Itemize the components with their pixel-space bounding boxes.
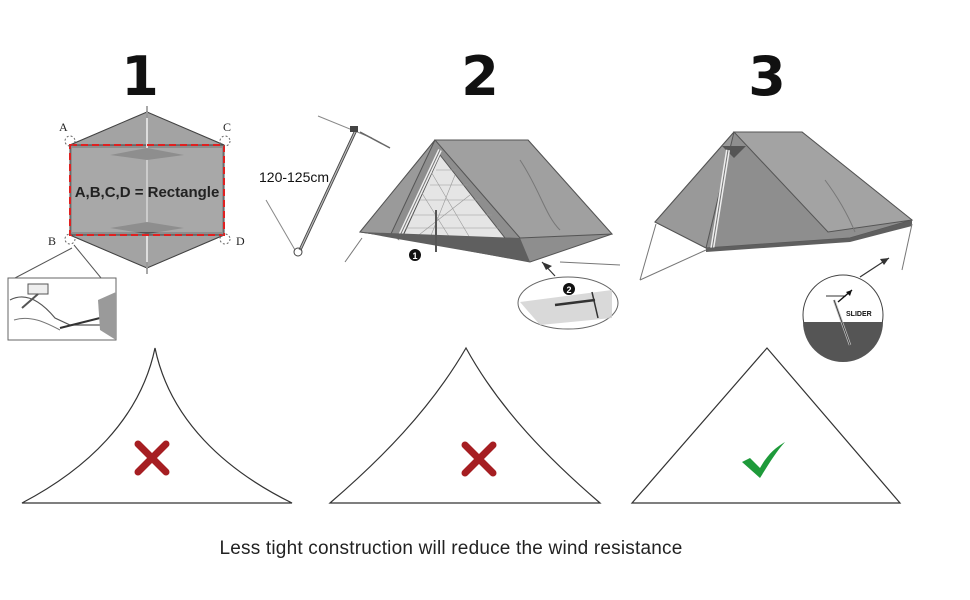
- step-number-1: 1: [121, 45, 159, 108]
- check-icon: [742, 442, 785, 478]
- step-number-2: 2: [461, 45, 499, 108]
- step-number-3: 3: [748, 45, 786, 108]
- caption: Less tight construction will reduce the …: [219, 538, 683, 559]
- corner-label-b: B: [48, 234, 56, 248]
- hammer-icon: [27, 283, 49, 295]
- result-triangle-3: [630, 347, 902, 504]
- rectangle-callout: A,B,C,D = Rectangle: [75, 184, 220, 201]
- step-marker-2: [563, 283, 575, 295]
- result-triangle-1: [21, 347, 293, 504]
- step3-slider-inset: SLIDER: [802, 257, 890, 362]
- corner-label-a: A: [59, 120, 68, 134]
- step2-pole: 120-125cm: [259, 115, 391, 257]
- step2-stake-inset: 2: [517, 261, 619, 330]
- step-marker-1-label: 1: [412, 251, 417, 261]
- step-marker-1: [409, 249, 421, 261]
- step-marker-2-label: 2: [566, 285, 571, 295]
- slider-label: SLIDER: [846, 311, 872, 318]
- result-triangle-2: [328, 346, 602, 504]
- hammer-stake-inset: [7, 244, 117, 341]
- step1-footprint: A C B D A,B,C,D = Rectangle: [48, 106, 245, 274]
- cross-icon: [134, 440, 170, 476]
- cross-icon: [461, 441, 497, 477]
- stake-icon: [59, 317, 101, 329]
- pole-length-label: 120-125cm: [259, 169, 329, 185]
- step2-tent: 1: [344, 139, 621, 266]
- corner-label-c: C: [223, 120, 231, 134]
- step3-tent: [639, 131, 914, 281]
- corner-label-d: D: [236, 234, 245, 248]
